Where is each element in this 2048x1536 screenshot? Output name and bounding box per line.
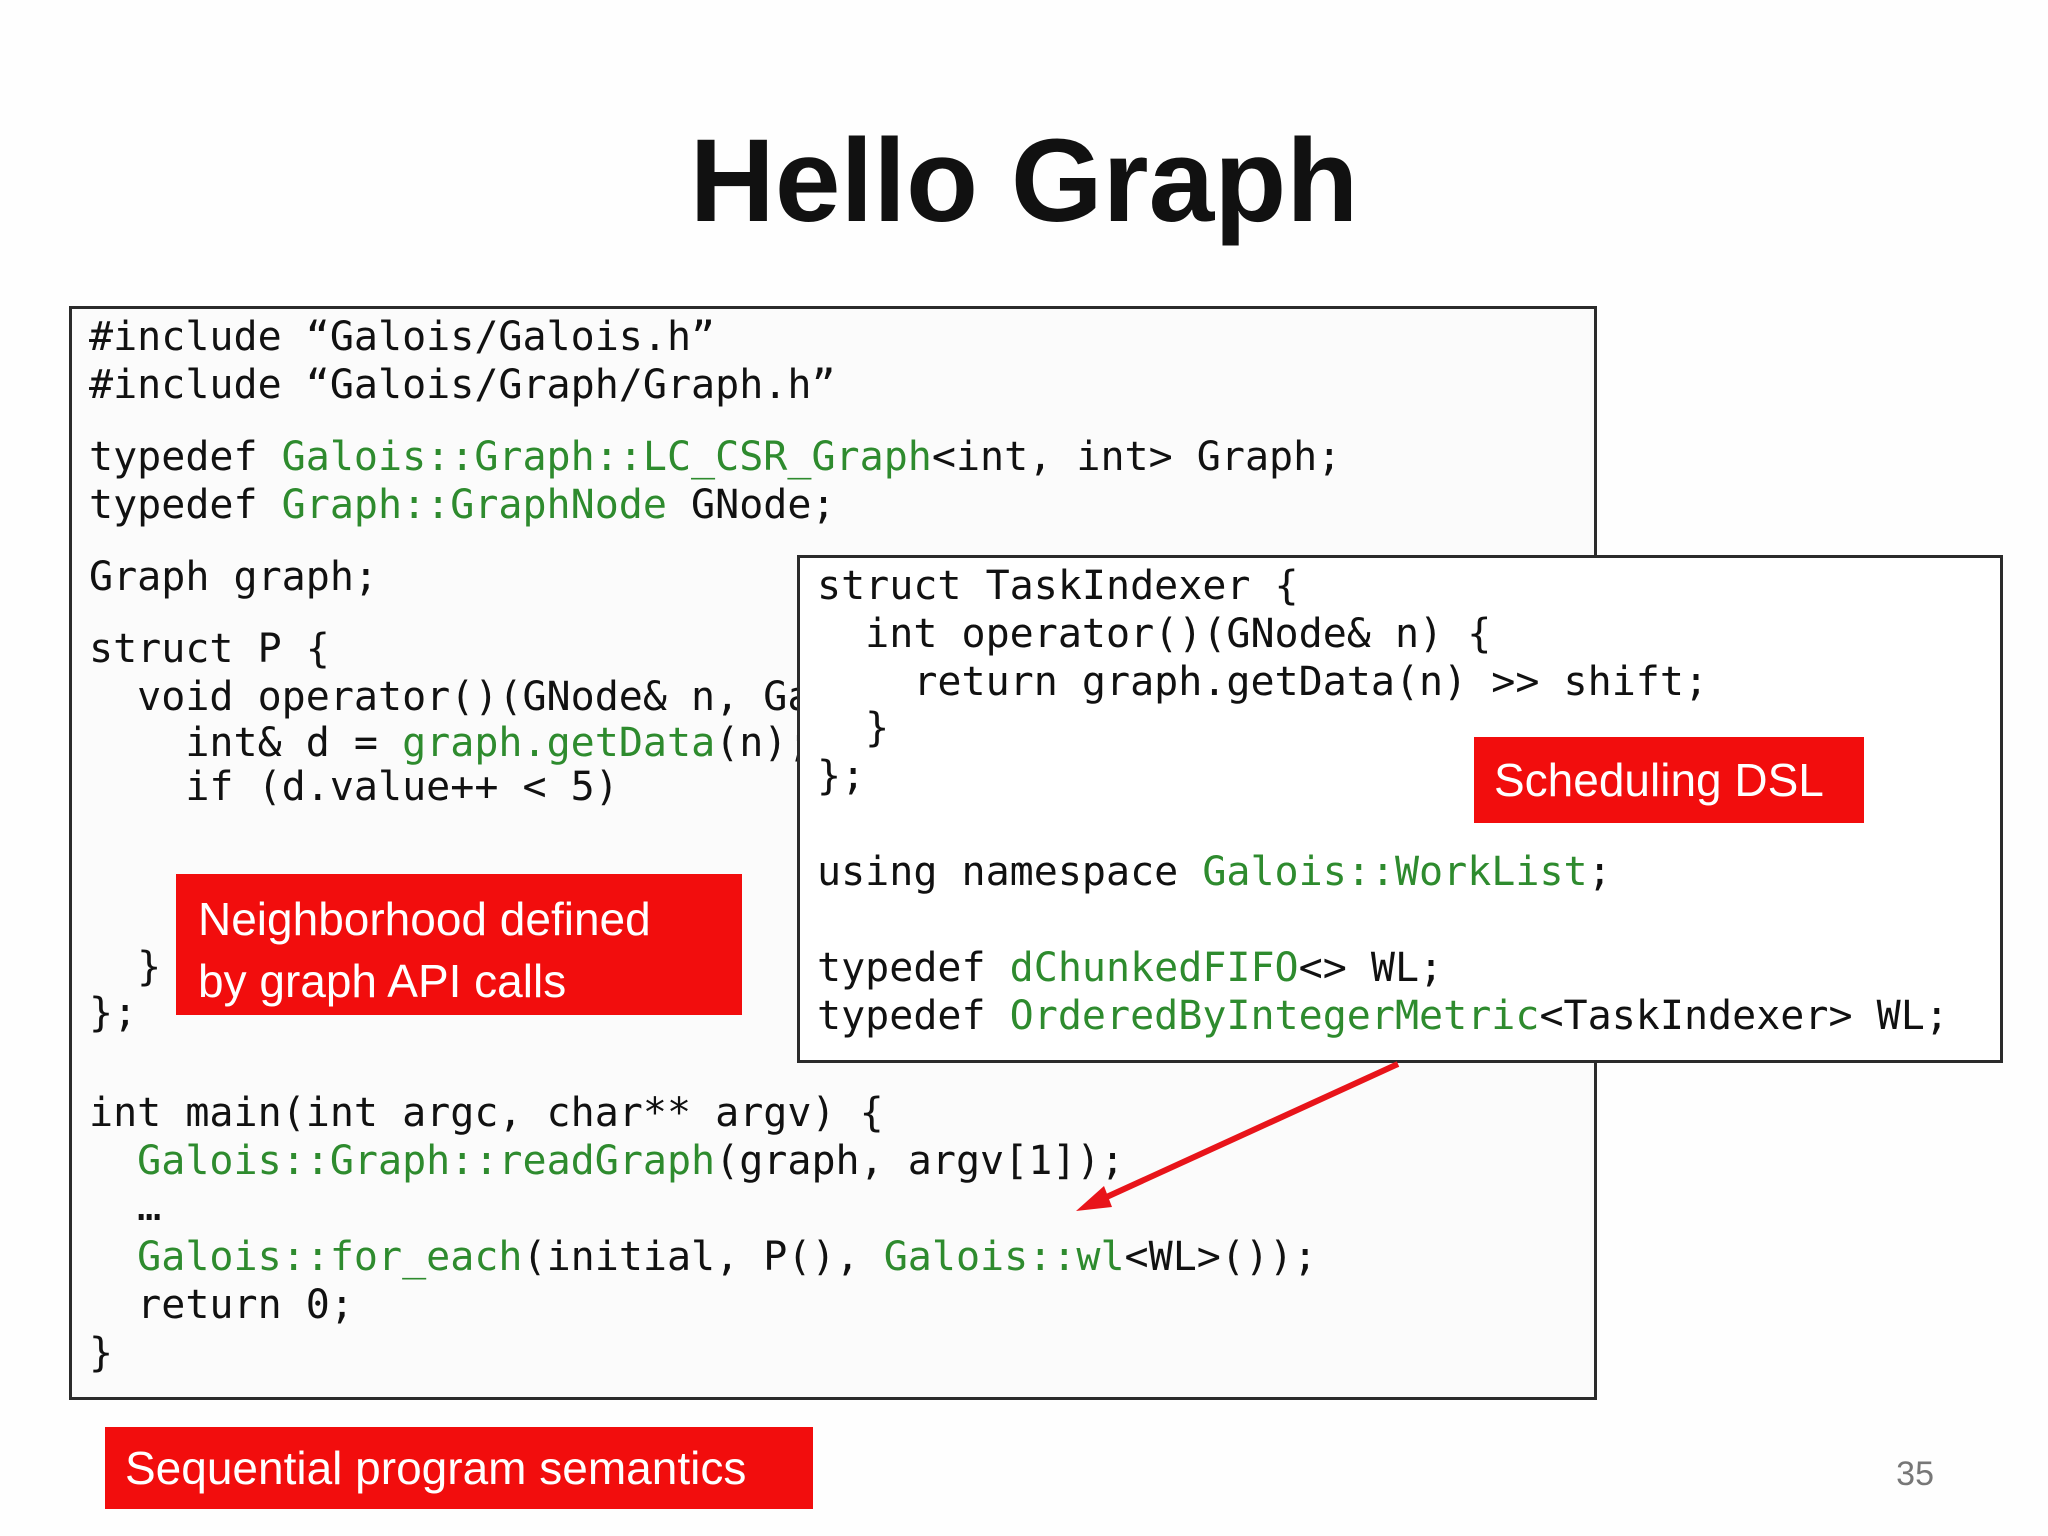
code-text: (initial, P(),	[522, 1234, 884, 1280]
page-number: 35	[1896, 1455, 1934, 1493]
code-line-include-graph: #include “Galois/Graph/Graph.h”	[89, 362, 836, 408]
code-text: <TaskIndexer> WL;	[1539, 993, 1949, 1039]
code-text: using namespace	[817, 849, 1203, 895]
code-text: (n);	[715, 720, 812, 766]
code-type: Galois::Graph::LC_CSR_Graph	[281, 434, 932, 480]
code-text: GNode;	[666, 482, 836, 528]
code-line-getdata: int& d = graph.getData(n);	[89, 719, 811, 767]
code-type: dChunkedFIFO	[1009, 945, 1299, 991]
code-text: ;	[1587, 849, 1612, 895]
code-line-struct-p: struct P {	[89, 626, 330, 672]
code-call: Galois::wl	[883, 1234, 1125, 1280]
sched-line-operator: int operator()(GNode& n) {	[817, 611, 1492, 657]
code-line-main-signature: int main(int argc, char** argv) {	[89, 1090, 884, 1136]
slide-title: Hello Graph	[689, 115, 1359, 247]
code-line-close-main: }	[89, 1330, 114, 1376]
code-line-graph-decl: Graph graph;	[89, 554, 378, 600]
code-text: (graph, argv[1]);	[715, 1138, 1125, 1184]
code-call: graph.getData	[402, 720, 716, 766]
scheduling-dsl-label: Scheduling DSL	[1474, 737, 1864, 823]
code-line-typedef-graph: typedef Galois::Graph::LC_CSR_Graph<int,…	[89, 433, 1341, 481]
code-text: <int, int> Graph;	[931, 434, 1342, 480]
code-keyword: typedef	[89, 434, 282, 480]
code-text: <WL>());	[1124, 1234, 1318, 1280]
code-line-typedef-gnode: typedef Graph::GraphNode GNode;	[89, 481, 836, 529]
code-keyword: typedef	[89, 482, 282, 528]
neighborhood-label: Neighborhood defined by graph API calls	[176, 874, 742, 1015]
code-line-return: return 0;	[89, 1282, 354, 1328]
sched-line-close-struct: };	[817, 753, 866, 799]
code-line-close-inner: }	[89, 944, 162, 990]
code-type: Graph::GraphNode	[281, 482, 667, 528]
code-line-foreach: Galois::for_each(initial, P(), Galois::w…	[89, 1233, 1317, 1281]
code-text: <> WL;	[1298, 945, 1444, 991]
arrow-head	[1076, 1186, 1112, 1211]
code-line-if: if (d.value++ < 5)	[89, 764, 619, 810]
neighborhood-label-line1: Neighborhood defined	[198, 893, 651, 945]
sequential-semantics-label: Sequential program semantics	[105, 1427, 813, 1509]
arrow-shaft	[1098, 1061, 1400, 1203]
code-line-ellipsis: …	[89, 1184, 162, 1230]
code-call: Galois::for_each	[137, 1234, 523, 1280]
sched-line-struct: struct TaskIndexer {	[817, 563, 1299, 609]
sched-line-typedef-fifo: typedef dChunkedFIFO<> WL;	[817, 944, 1443, 992]
code-text: int& d =	[89, 720, 403, 766]
code-line-close-struct: };	[89, 990, 138, 1036]
sched-line-close-inner: }	[817, 705, 890, 751]
sched-line-using: using namespace Galois::WorkList;	[817, 848, 1612, 896]
code-keyword: typedef	[817, 993, 1010, 1039]
code-line-readgraph: Galois::Graph::readGraph(graph, argv[1])…	[89, 1137, 1125, 1185]
sched-line-return: return graph.getData(n) >> shift;	[817, 659, 1709, 705]
code-line-include-galois: #include “Galois/Galois.h”	[89, 314, 716, 360]
code-namespace: Galois::WorkList	[1202, 849, 1588, 895]
code-call: Galois::Graph::readGraph	[137, 1138, 716, 1184]
neighborhood-label-line2: by graph API calls	[198, 955, 567, 1007]
sched-line-typedef-obim: typedef OrderedByIntegerMetric<TaskIndex…	[817, 992, 1949, 1040]
code-keyword: typedef	[817, 945, 1010, 991]
code-type: OrderedByIntegerMetric	[1009, 993, 1540, 1039]
